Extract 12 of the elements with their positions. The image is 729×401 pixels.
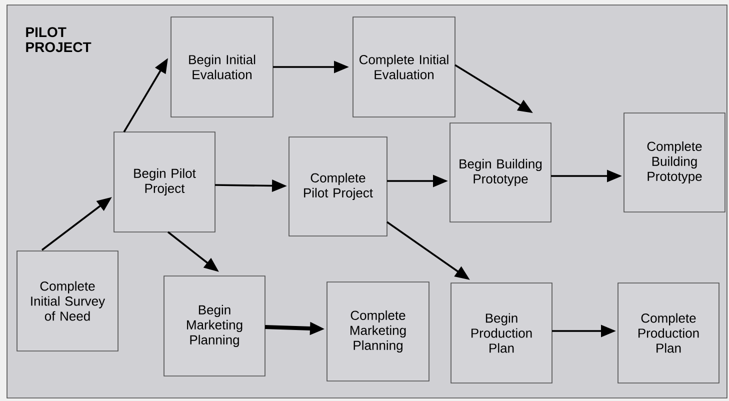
title: PILOT PROJECT [26,27,92,52]
process-box: Complete Marketing Planning [326,282,430,382]
process-box: Complete Pilot Project [288,136,388,236]
process-box: Complete Production Plan [618,282,720,384]
process-box: Complete Building Prototype [624,112,726,212]
process-box: Complete Initial Evaluation [352,16,456,118]
process-box: Complete Initial Survey of Need [16,250,118,352]
process-box: Begin Building Prototype [450,122,552,222]
process-box: Begin Marketing Planning [164,276,266,376]
process-box: Begin Pilot Project [114,132,216,232]
process-box: Begin Production Plan [450,282,552,384]
process-box: Begin Initial Evaluation [170,16,274,118]
